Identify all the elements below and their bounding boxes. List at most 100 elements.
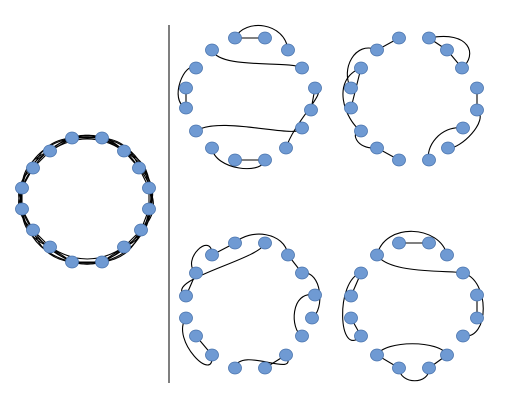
panel-top-left-node bbox=[228, 153, 242, 167]
source-graph-edge bbox=[21, 137, 73, 189]
panel-top-left-node bbox=[228, 31, 242, 45]
source-graph-node bbox=[15, 181, 29, 195]
source-graph-node bbox=[43, 240, 57, 254]
panel-bottom-left-node bbox=[305, 311, 319, 325]
panel-top-right-node bbox=[441, 141, 455, 155]
panel-bottom-right-node bbox=[422, 361, 436, 375]
panel-top-left-node bbox=[258, 31, 272, 45]
panel-top-right-node bbox=[344, 81, 358, 95]
source-graph-edge bbox=[49, 246, 125, 260]
source-graph-node bbox=[95, 131, 109, 145]
panel-top-left-node bbox=[189, 124, 203, 138]
panel-bottom-left-node bbox=[295, 329, 309, 343]
panel-top-right-node bbox=[392, 31, 406, 45]
source-graph-edge bbox=[20, 167, 34, 231]
source-graph-edge bbox=[32, 229, 103, 264]
panel-top-left-node bbox=[189, 61, 203, 75]
panel-top-left-node bbox=[205, 43, 219, 57]
panel-bottom-right-node bbox=[440, 248, 454, 262]
panel-top-left-node bbox=[295, 61, 309, 75]
panel-bottom-right-node bbox=[422, 236, 436, 250]
panel-bottom-right-edge bbox=[462, 272, 484, 337]
panel-bottom-left-node bbox=[228, 236, 242, 250]
panel-top-right-node bbox=[422, 31, 436, 45]
source-graph-node bbox=[43, 144, 57, 158]
source-graph-node bbox=[26, 161, 40, 175]
source-graph-node bbox=[65, 255, 79, 269]
panel-top-left-node bbox=[258, 153, 272, 167]
panel-bottom-right-node bbox=[370, 248, 384, 262]
panel-top-right-node bbox=[456, 121, 470, 135]
panel-bottom-right-node bbox=[354, 266, 368, 280]
panel-bottom-right-edge bbox=[342, 272, 362, 341]
panel-top-right-node bbox=[440, 43, 454, 57]
panel-bottom-left-node bbox=[281, 248, 295, 262]
source-graph-node bbox=[134, 223, 148, 237]
panel-bottom-right-edge bbox=[376, 230, 448, 256]
panel-top-right-node bbox=[354, 61, 368, 75]
panel-bottom-left-node bbox=[295, 266, 309, 280]
panel-bottom-left-node bbox=[179, 289, 193, 303]
nodes-layer bbox=[15, 31, 484, 375]
panel-top-right-node bbox=[354, 124, 368, 138]
panel-top-right-node bbox=[422, 153, 436, 167]
panel-bottom-right-node bbox=[456, 266, 470, 280]
source-graph-edge bbox=[101, 208, 150, 263]
panel-bottom-right-node bbox=[440, 348, 454, 362]
source-graph-node bbox=[15, 202, 29, 216]
panel-bottom-left-node bbox=[258, 236, 272, 250]
panel-bottom-left-node bbox=[189, 329, 203, 343]
panel-bottom-right-node bbox=[456, 329, 470, 343]
panel-top-right-node bbox=[344, 101, 358, 115]
panel-top-left-node bbox=[179, 101, 193, 115]
panel-bottom-right-edge bbox=[376, 343, 448, 356]
source-graph-node bbox=[142, 202, 156, 216]
source-graph-node bbox=[132, 161, 146, 175]
source-graph-edge bbox=[49, 138, 125, 152]
panel-top-left-node bbox=[281, 43, 295, 57]
panel-bottom-right-node bbox=[370, 348, 384, 362]
panel-top-left-node bbox=[205, 141, 219, 155]
panel-bottom-left-edge bbox=[181, 242, 266, 297]
source-graph-edge bbox=[138, 167, 153, 231]
panel-bottom-right-node bbox=[354, 329, 368, 343]
source-graph-edge bbox=[32, 136, 103, 169]
panel-bottom-left-node bbox=[179, 311, 193, 325]
panel-top-left-node bbox=[279, 141, 293, 155]
source-graph-node bbox=[95, 255, 109, 269]
source-graph-node bbox=[117, 240, 131, 254]
source-graph-node bbox=[117, 144, 131, 158]
source-graph-edge bbox=[123, 150, 152, 210]
panel-bottom-left-node bbox=[205, 248, 219, 262]
panel-bottom-left-node bbox=[228, 361, 242, 375]
panel-top-left-node bbox=[308, 81, 322, 95]
panel-bottom-right-node bbox=[344, 311, 358, 325]
panel-bottom-right-node bbox=[470, 311, 484, 325]
source-graph-edge bbox=[21, 208, 73, 263]
source-graph-node bbox=[26, 223, 40, 237]
panel-top-left-node bbox=[295, 121, 309, 135]
panel-top-left-node bbox=[304, 103, 318, 117]
panel-bottom-right-node bbox=[470, 288, 484, 302]
panel-top-right-node bbox=[455, 61, 469, 75]
panel-top-right-node bbox=[370, 141, 384, 155]
panel-top-right-node bbox=[470, 81, 484, 95]
panel-top-left-edge bbox=[195, 124, 303, 132]
panel-top-left-node bbox=[179, 81, 193, 95]
source-graph-edge bbox=[123, 187, 152, 248]
source-graph-node bbox=[142, 181, 156, 195]
edges-layer bbox=[18, 24, 484, 382]
panel-top-right-node bbox=[470, 103, 484, 117]
panel-bottom-left-node bbox=[258, 361, 272, 375]
panel-top-right-node bbox=[370, 43, 384, 57]
panel-bottom-right-node bbox=[344, 289, 358, 303]
panel-bottom-right-node bbox=[392, 236, 406, 250]
panel-bottom-left-node bbox=[308, 288, 322, 302]
panel-bottom-left-node bbox=[189, 266, 203, 280]
source-graph-node bbox=[65, 131, 79, 145]
panel-top-right-node bbox=[392, 153, 406, 167]
panel-bottom-left-edge bbox=[182, 317, 213, 366]
panel-bottom-left-node bbox=[279, 348, 293, 362]
